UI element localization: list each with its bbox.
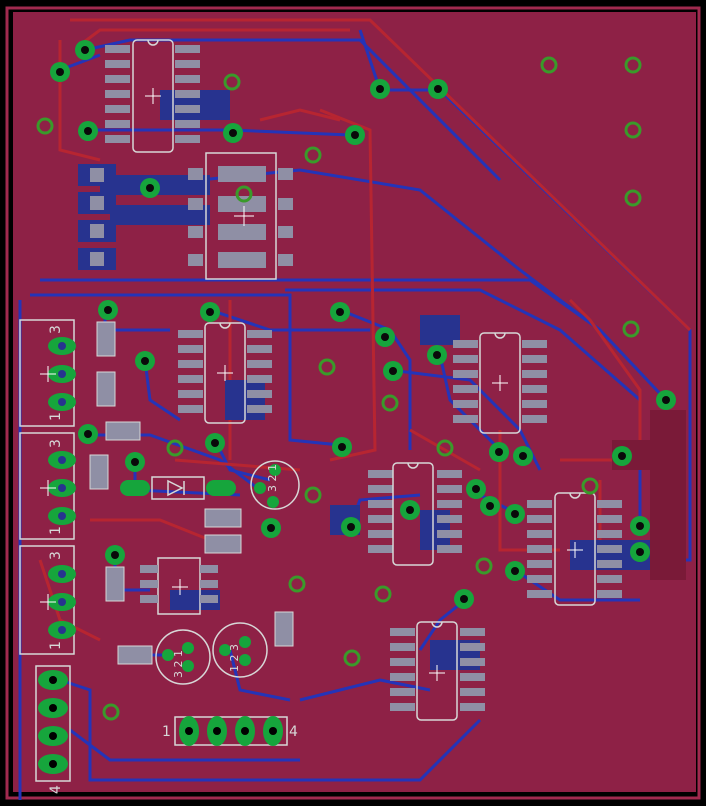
smd-components[interactable] bbox=[89, 321, 294, 665]
header-j1[interactable]: 3 1 bbox=[19, 319, 76, 427]
pin-label: 3 bbox=[48, 551, 64, 560]
transistor-q1[interactable]: 3 2 1 bbox=[250, 460, 300, 510]
connector-j4[interactable]: 4 bbox=[35, 665, 71, 794]
pin-label: 4 bbox=[48, 785, 64, 794]
pin-label: 3 2 1 bbox=[172, 650, 185, 678]
regulator-ic[interactable] bbox=[140, 557, 218, 615]
copper-pour-region bbox=[650, 410, 686, 580]
ic-u4[interactable] bbox=[368, 462, 462, 566]
board-outline bbox=[5, 6, 701, 800]
pin-label: 1 bbox=[162, 724, 171, 740]
diode[interactable] bbox=[120, 476, 236, 500]
pin-label: 1 bbox=[48, 412, 64, 421]
pin-label: 1 bbox=[48, 641, 64, 650]
ic-u1[interactable] bbox=[105, 39, 200, 153]
top-traces bbox=[38, 18, 692, 642]
transistor-q3[interactable]: 1 2 3 bbox=[212, 622, 268, 678]
transistor-q2[interactable]: 3 2 1 bbox=[155, 629, 211, 685]
ic-u6[interactable] bbox=[390, 621, 485, 721]
ic-u3[interactable] bbox=[453, 332, 547, 434]
smd-resistors-top[interactable] bbox=[78, 164, 116, 270]
pin-label: 1 2 3 bbox=[228, 644, 241, 672]
vias bbox=[50, 40, 676, 609]
pin-label: 3 2 1 bbox=[266, 464, 279, 492]
ic-u5[interactable] bbox=[527, 492, 622, 606]
ic-u2[interactable] bbox=[178, 322, 272, 424]
pin-label: 1 bbox=[48, 526, 64, 535]
connector-j5[interactable]: 1 4 bbox=[162, 716, 298, 746]
pin-label: 4 bbox=[289, 724, 298, 740]
pin-label: 3 bbox=[48, 439, 64, 448]
pin-label: 3 bbox=[48, 325, 64, 334]
resistor-array[interactable] bbox=[188, 152, 293, 280]
header-j3[interactable]: 3 1 bbox=[19, 545, 76, 655]
header-j2[interactable]: 3 1 bbox=[19, 432, 76, 540]
test-points bbox=[36, 56, 642, 721]
